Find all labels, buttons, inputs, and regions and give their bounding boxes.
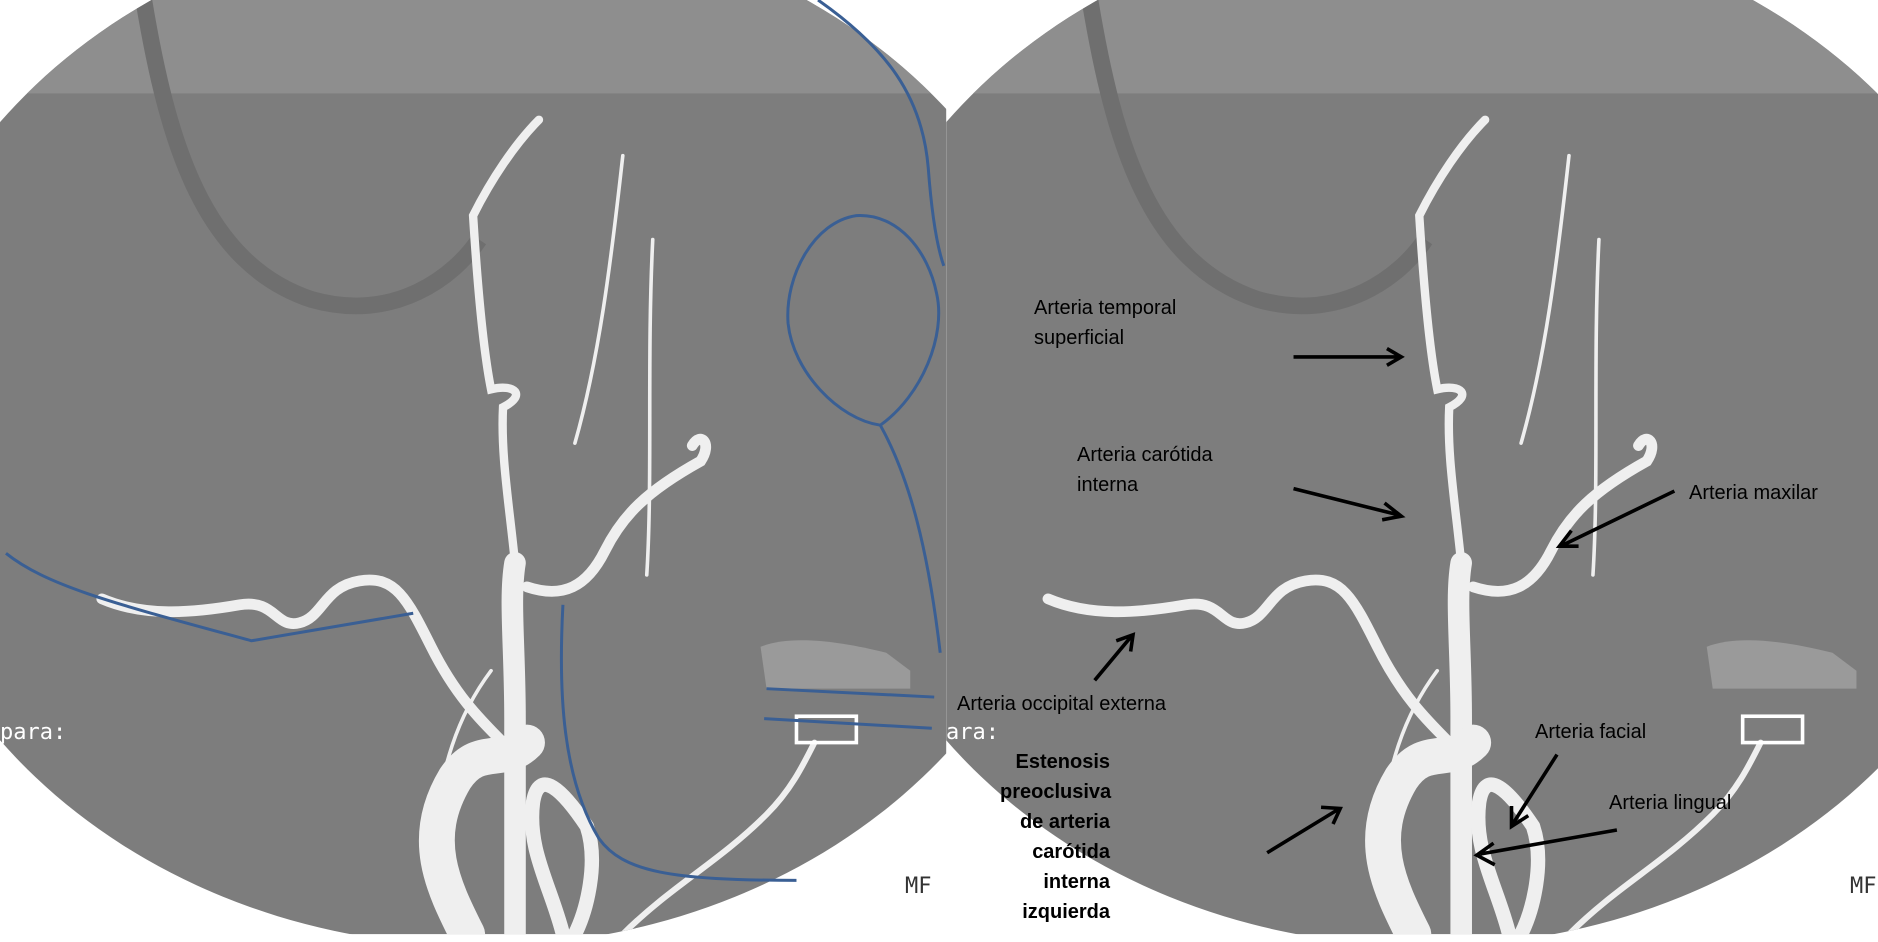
label-line: superficial bbox=[1034, 327, 1125, 349]
label-line: Estenosis bbox=[1015, 751, 1110, 773]
overlay-text-gen-right: en: bbox=[946, 799, 986, 824]
overlay-text-mf-right: MF bbox=[1850, 874, 1877, 899]
label-arteria-lingual: Arteria lingual bbox=[1609, 792, 1732, 814]
label-arteria-facial: Arteria facial bbox=[1535, 721, 1647, 743]
label-line: Arteria carótida bbox=[1077, 444, 1213, 466]
overlay-text-mf: MF bbox=[905, 874, 932, 899]
label-estenosis-preoclusiva: Estenosis preoclusiva de arteria carótid… bbox=[1000, 747, 1112, 927]
left-panel bbox=[0, 0, 958, 934]
label-arrows bbox=[1093, 346, 1676, 867]
label-line: Arteria temporal bbox=[1034, 297, 1177, 319]
label-line: preoclusiva bbox=[1000, 781, 1112, 803]
label-line: interna bbox=[1043, 871, 1110, 893]
label-line: izquierda bbox=[1022, 901, 1110, 923]
label-line: de arteria bbox=[1019, 811, 1110, 833]
label-line: interna bbox=[1077, 474, 1139, 496]
label-arteria-carotida-interna: Arteria carótida interna bbox=[1077, 440, 1213, 500]
right-panel bbox=[946, 0, 1878, 934]
label-arteria-maxilar: Arteria maxilar bbox=[1689, 482, 1818, 504]
overlay-text-para-right: ara: bbox=[946, 720, 999, 745]
label-arteria-temporal-superficial: Arteria temporal superficial bbox=[1034, 293, 1176, 353]
overlay-text-gen: gen: bbox=[0, 799, 53, 824]
overlay-text-para: para: bbox=[0, 720, 67, 745]
blue-annotation-lines bbox=[5, 0, 946, 882]
label-arteria-occipital-externa: Arteria occipital externa bbox=[957, 693, 1166, 715]
label-line: carótida bbox=[1032, 841, 1110, 863]
